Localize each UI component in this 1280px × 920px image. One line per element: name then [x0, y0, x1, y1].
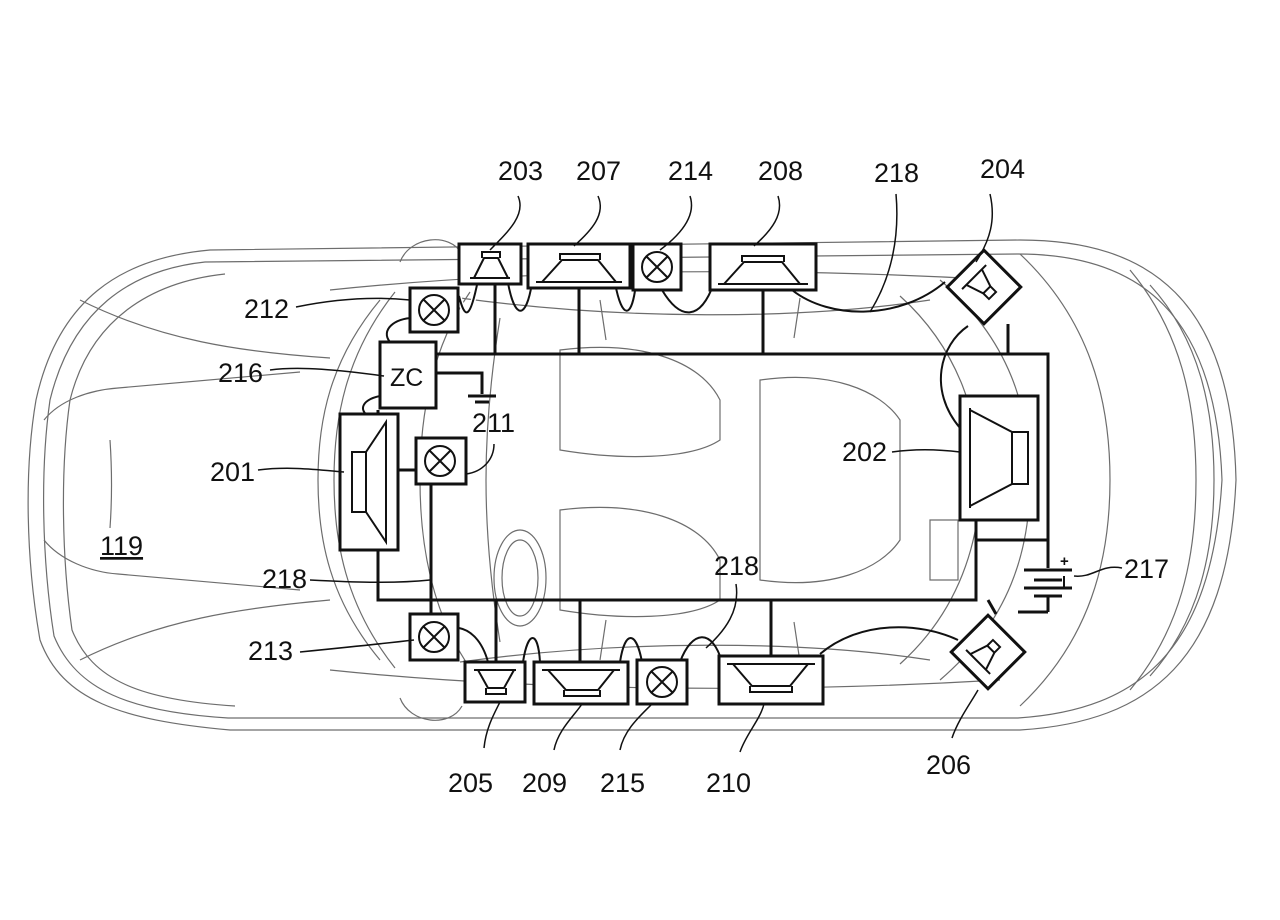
- label-209: 209: [522, 768, 567, 798]
- label-206: 206: [926, 750, 971, 780]
- label-214: 214: [668, 156, 713, 186]
- label-212: 212: [244, 294, 289, 324]
- tweeter-212: [408, 286, 460, 334]
- label-218-left: 218: [262, 564, 307, 594]
- battery-plus-sign: +: [1060, 553, 1069, 570]
- label-218-top: 218: [874, 158, 919, 188]
- tweeter-214: [631, 242, 683, 292]
- label-211: 211: [472, 408, 515, 438]
- tweeter-215: [635, 658, 689, 706]
- label-218-bottom: 218: [714, 551, 759, 581]
- speaker-202: [958, 394, 1040, 522]
- label-208: 208: [758, 156, 803, 186]
- tweeter-211: [414, 436, 468, 486]
- callout-labels: 203 207 214 208 218 204 212 216 201 211 …: [100, 154, 1169, 798]
- speaker-210: [717, 654, 825, 706]
- tweeter-213: [408, 612, 460, 662]
- label-119: 119: [100, 531, 143, 561]
- label-203: 203: [498, 156, 543, 186]
- label-217: 217: [1124, 554, 1169, 584]
- label-215: 215: [600, 768, 645, 798]
- zone-controller-216: ZC: [378, 340, 438, 410]
- speaker-207: [526, 242, 632, 290]
- label-210: 210: [706, 768, 751, 798]
- label-205: 205: [448, 768, 493, 798]
- speaker-208: [708, 242, 818, 292]
- speaker-201: [338, 412, 400, 552]
- speaker-209: [532, 660, 630, 706]
- speaker-203: [457, 242, 523, 286]
- label-201: 201: [210, 457, 255, 487]
- label-207: 207: [576, 156, 621, 186]
- speaker-204: [945, 248, 1023, 326]
- speaker-205: [463, 660, 527, 704]
- battery-217: +: [1024, 553, 1072, 598]
- speaker-206: [949, 613, 1027, 691]
- label-204: 204: [980, 154, 1025, 184]
- label-202: 202: [842, 437, 887, 467]
- zc-label: ZC: [390, 364, 423, 392]
- label-213: 213: [248, 636, 293, 666]
- label-216: 216: [218, 358, 263, 388]
- leader-lines: [257, 193, 1123, 753]
